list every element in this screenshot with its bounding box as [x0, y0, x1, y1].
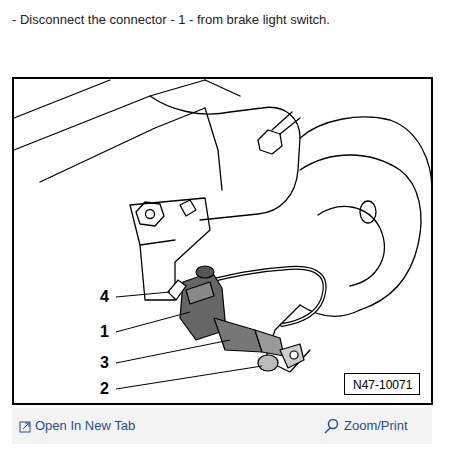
- callout-number: 4: [100, 288, 109, 306]
- brake-pedal-assembly: [14, 80, 432, 372]
- callout-number: 2: [100, 380, 109, 398]
- callout-number: 3: [100, 354, 109, 372]
- new-tab-icon: [20, 422, 30, 432]
- brake-light-switch: [180, 266, 304, 371]
- figure-frame: [13, 78, 432, 404]
- link-text: Open In New Tab: [35, 419, 135, 434]
- leader-line: [116, 292, 262, 389]
- instruction-text: - Disconnect the connector - 1 - from br…: [12, 13, 330, 28]
- zoom-icon: [325, 420, 338, 434]
- link-bar: [12, 408, 432, 444]
- figure-id: N47-10071: [353, 378, 411, 392]
- retaining-clip: [168, 280, 186, 300]
- link-text: Zoom/Print: [344, 419, 408, 434]
- callout-number: 1: [100, 323, 109, 341]
- figure-id-box: N47-10071: [344, 373, 420, 395]
